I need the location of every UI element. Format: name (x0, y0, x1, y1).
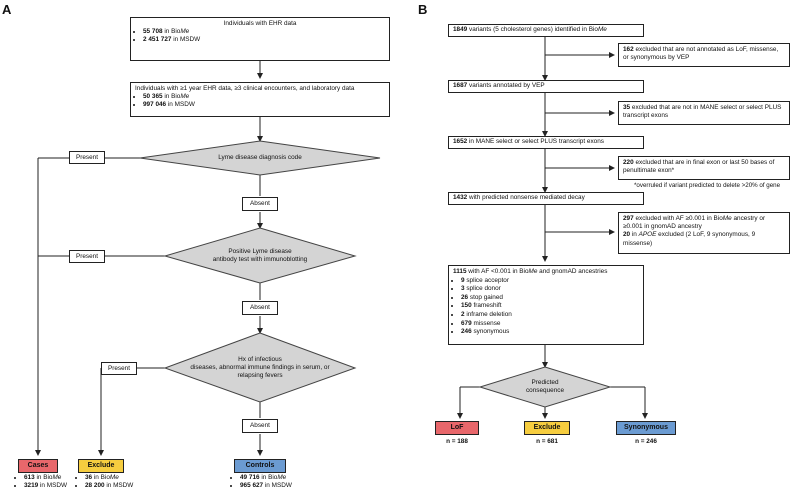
list-item: 679 missense (461, 320, 639, 329)
box-title: Individuals with ≥1 year EHR data, ≥3 cl… (135, 85, 355, 92)
box-title: Individuals with EHR data (223, 20, 297, 27)
exclude-counts-a: 36 in BioMe 28 200 in MSDW (77, 474, 133, 490)
box-mane-exons: 1652 in MANE select or select PLUS trans… (448, 136, 644, 149)
box-low-af: 1115 with AF <0.001 in BioMe and gnomAD … (448, 265, 644, 345)
panel-a-label: A (2, 2, 12, 17)
diamond-hx-infectious (163, 332, 357, 403)
box-annotated-vep: 1687 variants annotated by VEP (448, 80, 644, 93)
exclude-box-a: Exclude (78, 459, 124, 473)
list-item: 26 stop gained (461, 294, 639, 303)
decision-lyme-code: Lyme disease diagnosis code (218, 154, 302, 161)
controls-box: Controls (234, 459, 286, 473)
diamond-lyme-code (139, 140, 381, 176)
present-label-3: Present (101, 362, 137, 375)
diamond-predicted-consequence (478, 366, 612, 408)
box-individuals-criteria: Individuals with ≥1 year EHR data, ≥3 cl… (130, 82, 390, 117)
diamond-antibody-test (163, 227, 357, 284)
list-item: 2 451 727 in MSDW (143, 36, 385, 44)
list-item: 150 frameshift (461, 302, 639, 311)
panel-b-label: B (418, 2, 428, 17)
cases-box: Cases (18, 459, 58, 473)
list-item: 3 splice donor (461, 285, 639, 294)
exclude-box-b: Exclude (524, 421, 570, 435)
box-excluded-final-exon: 220 excluded that are in final exon or l… (618, 156, 790, 180)
absent-label-3: Absent (242, 419, 278, 433)
box-variants-identified: 1849 variants (5 cholesterol genes) iden… (448, 24, 644, 37)
list-item: 55 708 in BioMe (143, 28, 385, 36)
absent-label-2: Absent (242, 301, 278, 315)
lof-count: n = 188 (446, 438, 468, 445)
box-excluded-vep: 162 excluded that are not annotated as L… (618, 43, 790, 67)
absent-label-1: Absent (242, 197, 278, 211)
present-label-1: Present (69, 151, 105, 164)
present-label-2: Present (69, 250, 105, 263)
synonymous-box: Synonymous (616, 421, 676, 435)
controls-counts: 49 716 in BioMe 965 627 in MSDW (232, 474, 292, 490)
lof-box: LoF (435, 421, 479, 435)
list-item: 50 365 in BioMe (143, 93, 385, 101)
synonymous-count: n = 246 (635, 438, 657, 445)
box-nmd: 1432 with predicted nonsense mediated de… (448, 192, 644, 205)
footnote: *overruled if variant predicted to delet… (634, 182, 781, 189)
exclude-count-b: n = 681 (536, 438, 558, 445)
cases-counts: 613 in BioMe 3219 in MSDW (16, 474, 67, 490)
box-excluded-mane: 35 excluded that are not in MANE select … (618, 101, 790, 125)
list-item: 2 inframe deletion (461, 311, 639, 320)
list-item: 997 046 in MSDW (143, 101, 385, 109)
list-item: 9 splice acceptor (461, 277, 639, 286)
list-item: 246 synonymous (461, 328, 639, 337)
box-individuals-ehr: Individuals with EHR data 55 708 in BioM… (130, 17, 390, 61)
box-excluded-af: 297 excluded with AF ≥0.001 in BioMe anc… (618, 212, 790, 254)
